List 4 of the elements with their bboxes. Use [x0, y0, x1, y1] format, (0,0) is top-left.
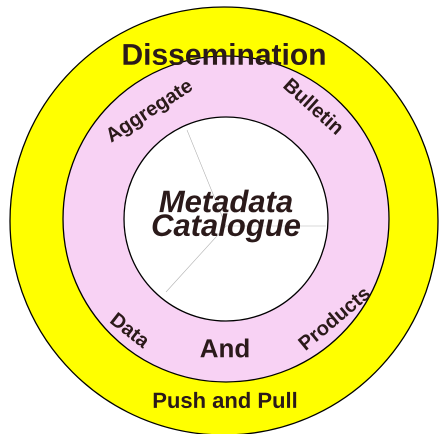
centre-label: Metadata Catalogue [152, 190, 300, 242]
ring-label: Dissemination [123, 42, 325, 66]
ring-label: Push and Pull [154, 392, 296, 408]
ring-label: And [200, 338, 249, 358]
